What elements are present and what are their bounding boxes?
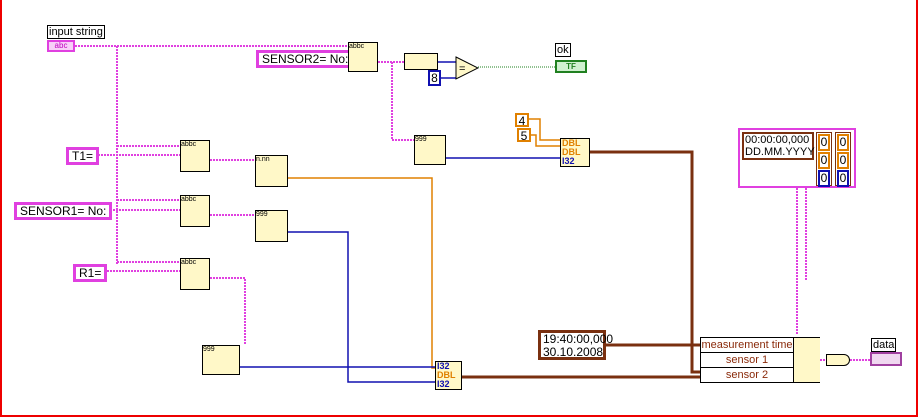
match-pattern-node[interactable]: abbc (180, 140, 210, 172)
ok-label: ok (555, 43, 571, 57)
type-label: DBL (437, 370, 456, 380)
scan-number-node[interactable]: n.nn (255, 155, 288, 187)
sensor-cluster: 0 0 0 (835, 132, 851, 187)
data-label: data (871, 338, 897, 352)
time-text: 19:40:00,000 (543, 332, 614, 346)
constant-4[interactable]: 4 (515, 113, 529, 128)
type-label: I32 (562, 156, 575, 166)
to-variant-node[interactable] (826, 354, 850, 366)
bundle-item-sensor-1[interactable]: sensor 1 (701, 353, 793, 368)
concatenate-strings-node[interactable]: abbc (348, 42, 378, 72)
input-string-label: input string (47, 25, 105, 39)
data-indicator[interactable] (870, 352, 902, 366)
input-string-terminal[interactable]: abc (47, 40, 75, 52)
equal-node[interactable]: = (455, 56, 479, 80)
ok-indicator[interactable]: TF (555, 60, 587, 73)
value: 0 (818, 152, 830, 169)
string-length-node[interactable] (404, 53, 438, 70)
sensor2-constant[interactable]: SENSOR2= No: (256, 50, 355, 68)
bundle-item-measurement-time[interactable]: measurement time (701, 339, 793, 353)
value: 0 (818, 134, 830, 151)
constant-5[interactable]: 5 (517, 128, 531, 143)
t1-constant[interactable]: T1= (66, 147, 100, 165)
svg-text:=: = (459, 63, 465, 75)
build-timestamp-node[interactable]: I32 DBL I32 (435, 361, 462, 390)
timestamp-element: 00:00:00,000 DD.MM.YYYY (742, 132, 815, 160)
type-label: I32 (437, 361, 450, 371)
sensor1-constant[interactable]: SENSOR1= No: (14, 202, 113, 220)
timestamp-wires (460, 150, 700, 379)
date-text: DD.MM.YYYY (745, 146, 815, 158)
cluster-constant[interactable]: 00:00:00,000 DD.MM.YYYY 0 0 0 0 0 0 (738, 128, 856, 188)
match-pattern-node[interactable]: abbc (180, 195, 210, 227)
scan-number-node[interactable]: 999 (255, 210, 288, 242)
date-text: 30.10.2008 (543, 345, 604, 359)
constant-8[interactable]: 8 (428, 70, 441, 86)
bundle-by-name-node[interactable]: measurement time sensor 1 sensor 2 (700, 337, 820, 383)
type-label: DBL (562, 147, 581, 157)
bundle-item-sensor-2[interactable]: sensor 2 (725, 369, 769, 381)
sensor-cluster: 0 0 0 (816, 132, 832, 187)
value: 0 (818, 170, 830, 187)
time-text: 00:00:00,000 (745, 134, 810, 146)
type-label: I32 (437, 379, 450, 389)
value: 0 (837, 152, 849, 169)
match-pattern-node[interactable]: abbc (180, 258, 210, 290)
build-timestamp-node[interactable]: DBL DBL I32 (560, 138, 590, 167)
bundle-arrow-icon (794, 338, 820, 382)
type-label: DBL (562, 138, 581, 148)
value: 0 (837, 134, 849, 151)
scan-number-node[interactable]: 999 (202, 345, 240, 375)
r1-constant[interactable]: R1= (73, 264, 108, 282)
scan-number-node[interactable]: 999 (414, 135, 446, 165)
timestamp-constant[interactable]: 19:40:00,000 30.10.2008 (538, 330, 614, 360)
value: 0 (837, 170, 849, 187)
